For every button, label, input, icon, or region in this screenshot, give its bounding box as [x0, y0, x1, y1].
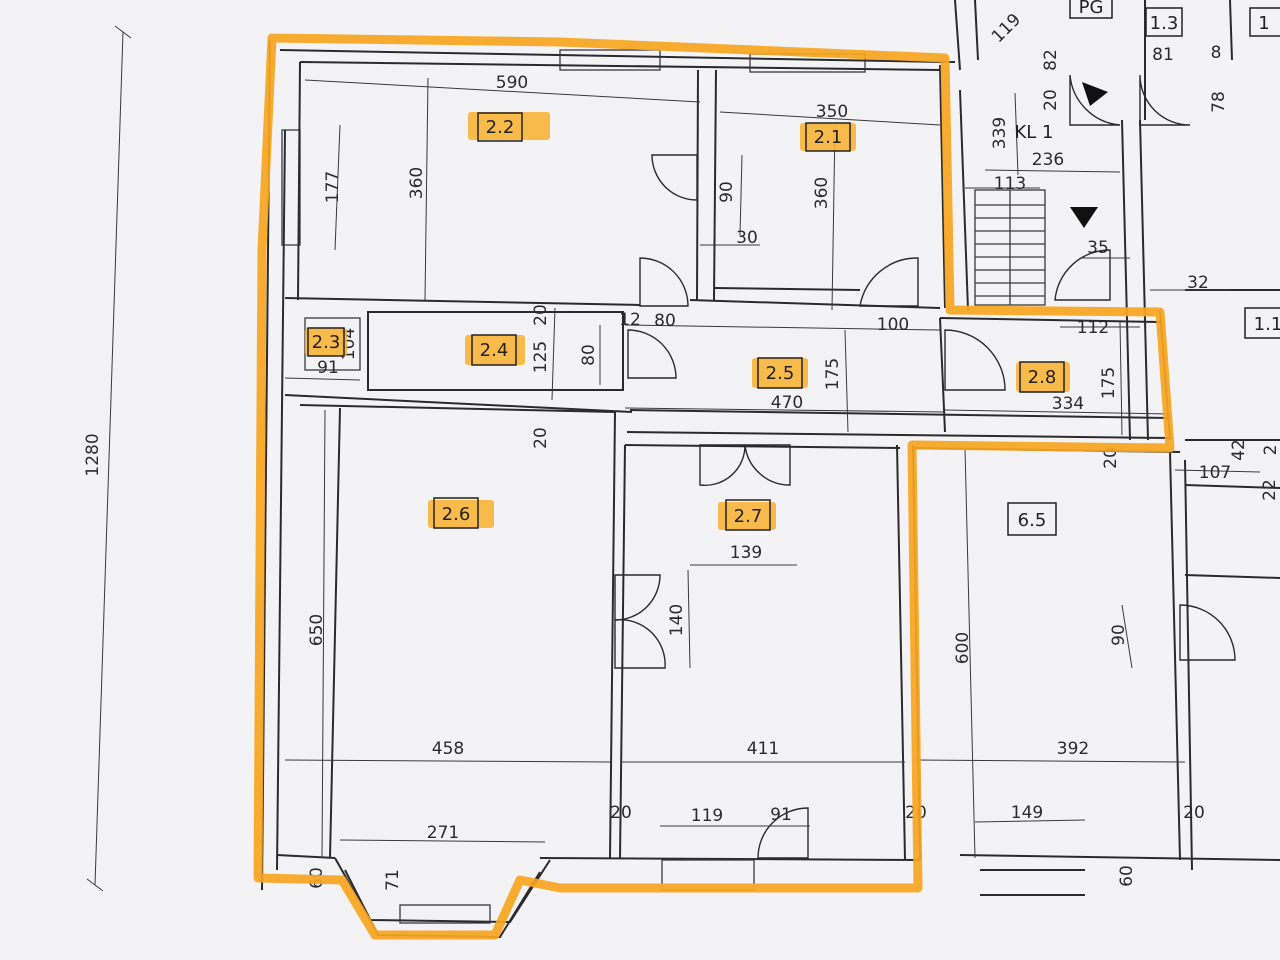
dim-119-top: 119: [988, 10, 1025, 47]
room-2-1: 2.1: [800, 122, 856, 152]
room-6-5-label: 6.5: [1018, 510, 1047, 531]
dim-125: 125: [531, 341, 551, 373]
dim-2-edge: 2: [1261, 445, 1280, 456]
dim-20-right-corridor: 20: [1101, 447, 1121, 469]
dim-360-room-2-2: 360: [407, 167, 427, 199]
dim-60-right: 60: [1117, 865, 1137, 887]
down-arrow-icon: [1082, 82, 1108, 106]
dim-177: 177: [323, 171, 343, 203]
dim-175-room-2-8: 175: [1099, 367, 1119, 399]
dim-650: 650: [307, 614, 327, 646]
room-1-edge-top: 1: [1249, 7, 1280, 37]
room-2-7: 2.7: [718, 499, 776, 531]
dim-1280: 1280: [83, 433, 103, 476]
dim-82: 82: [1041, 49, 1061, 71]
dim-78: 78: [1209, 91, 1229, 113]
room-2-1-label: 2.1: [814, 127, 843, 148]
room-1-edge-top-label: 1: [1258, 13, 1269, 34]
dim-339: 339: [990, 117, 1010, 149]
dim-149: 149: [1011, 803, 1043, 823]
kl1-label: KL 1: [1014, 122, 1053, 143]
dim-236: 236: [1032, 150, 1064, 170]
room-2-6-label: 2.6: [442, 504, 471, 525]
dim-350: 350: [816, 102, 848, 122]
dim-100: 100: [877, 315, 909, 335]
room-1-3: 1.3: [1145, 7, 1183, 37]
down-triangle-icon: [1070, 207, 1098, 228]
room-2-5-label: 2.5: [766, 363, 795, 384]
dim-80-vertical: 80: [579, 344, 599, 366]
dim-175-room-2-5: 175: [823, 358, 843, 390]
dim-470: 470: [771, 393, 803, 413]
dim-140: 140: [667, 604, 687, 636]
dim-139: 139: [730, 543, 762, 563]
room-1-3-label: 1.3: [1150, 13, 1179, 34]
dim-30: 30: [736, 228, 758, 248]
dim-334: 334: [1052, 394, 1084, 414]
dim-32: 32: [1187, 273, 1209, 293]
dim-20-bottom-right: 20: [1183, 803, 1205, 823]
walls: [261, 0, 1280, 939]
pg-text: PG: [1079, 0, 1104, 18]
pg-label: PG: [1069, 0, 1113, 19]
room-2-3-label: 2.3: [312, 332, 341, 353]
dim-81: 81: [1152, 45, 1174, 65]
dim-600: 600: [953, 632, 973, 664]
staircase: [974, 189, 1046, 306]
room-1-1-label: 1.1: [1254, 314, 1280, 335]
room-2-4: 2.4: [465, 334, 525, 366]
dim-42: 42: [1229, 439, 1249, 461]
dim-392: 392: [1057, 739, 1089, 759]
dim-71: 71: [383, 869, 403, 891]
apartment-highlight: [253, 33, 1175, 940]
room-6-5: 6.5: [1007, 502, 1057, 536]
dim-458: 458: [432, 739, 464, 759]
dim-20-top: 20: [1041, 89, 1061, 111]
room-labels: 2.2 2.1 2.3 2.4 2.5 2.8: [305, 0, 1280, 536]
room-2-2-label: 2.2: [486, 117, 515, 138]
dim-22: 22: [1260, 479, 1280, 501]
dim-590: 590: [496, 73, 528, 93]
dim-90-top: 90: [717, 181, 737, 203]
room-2-8-label: 2.8: [1028, 367, 1057, 388]
dim-20-bottom-left: 20: [610, 803, 632, 823]
room-2-7-label: 2.7: [734, 506, 763, 527]
dim-91-left: 91: [317, 358, 339, 378]
dim-8: 8: [1211, 43, 1222, 63]
dim-360-room-2-1: 360: [812, 177, 832, 209]
stair-arrows: [1070, 82, 1108, 228]
dim-90-room-6-5: 90: [1109, 624, 1129, 646]
dim-113: 113: [994, 174, 1026, 194]
room-2-2: 2.2: [468, 112, 550, 142]
dim-80-corridor: 80: [654, 311, 676, 331]
dim-20-corridor: 20: [531, 304, 551, 326]
dim-112: 112: [1077, 318, 1109, 338]
room-2-4-label: 2.4: [480, 340, 509, 361]
dim-20-left-corridor: 20: [531, 427, 551, 449]
doors: [614, 74, 1236, 859]
room-2-8: 2.8: [1016, 361, 1070, 393]
room-2-3: 2.3: [305, 327, 347, 357]
dim-411: 411: [747, 739, 779, 759]
dimension-lines: [284, 77, 1261, 859]
room-1-1-edge: 1.1: [1244, 307, 1280, 339]
overall-dimension: 1280: [83, 25, 132, 892]
dim-107: 107: [1199, 463, 1231, 483]
dim-271: 271: [427, 823, 459, 843]
dim-12: 12: [619, 310, 641, 330]
room-2-6: 2.6: [428, 497, 494, 529]
room-2-5: 2.5: [752, 357, 808, 389]
dimension-labels: 590 350 360 177 360 90 30 339 236 113 35…: [307, 10, 1280, 891]
dim-119-bottom: 119: [691, 806, 723, 826]
dim-91-bottom: 91: [770, 805, 792, 825]
dim-35: 35: [1087, 238, 1109, 258]
